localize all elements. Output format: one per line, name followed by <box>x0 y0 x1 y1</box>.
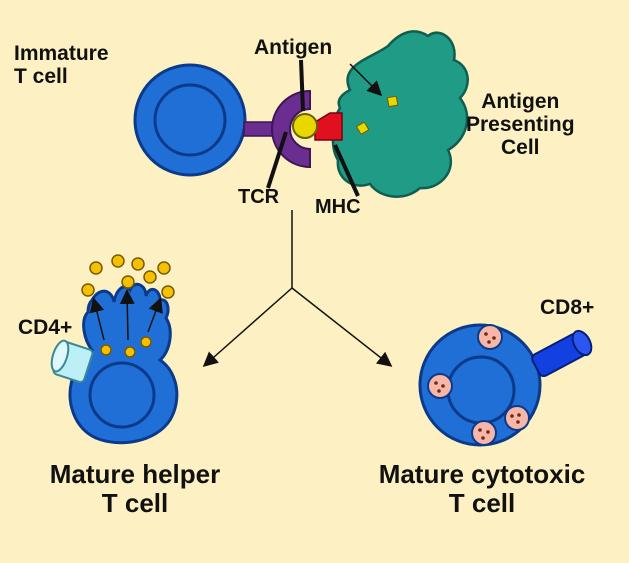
cytokine-granules <box>81 254 175 341</box>
cytotoxic-granule <box>504 405 530 431</box>
antigen-pointer <box>299 59 305 112</box>
cd8-label: CD8+ <box>540 296 595 319</box>
helper-label-line1: Mature helper <box>49 459 221 489</box>
mature-helper-label: Mature helper T cell <box>30 460 240 517</box>
immature-t-cell-label: Immature T cell <box>14 42 109 88</box>
apc-label-line2: Presenting <box>466 113 575 137</box>
mature-cytotoxic-t-cell <box>418 323 542 447</box>
immature-t-cell <box>133 63 247 177</box>
immature-label-line1: Immature <box>14 42 109 65</box>
mhc-label: MHC <box>315 196 361 218</box>
antigen-label: Antigen <box>254 36 333 59</box>
antigen-fragment <box>386 95 399 108</box>
cytotoxic-granule <box>477 324 503 350</box>
mhc-pointer <box>333 144 360 197</box>
antigen-presenting-cell <box>331 30 469 198</box>
helper-label-line2: T cell <box>101 487 169 518</box>
tcr-pointer <box>266 131 288 189</box>
mhc-molecule <box>314 112 343 141</box>
cytotoxic-label-line2: T cell <box>448 487 516 518</box>
immature-label-line2: T cell <box>14 65 68 89</box>
antigen <box>292 113 318 139</box>
tcr-label: TCR <box>238 186 280 208</box>
cd4-label: CD4+ <box>18 316 73 339</box>
apc-label: Antigen Presenting Cell <box>466 90 575 159</box>
apc-label-line3: Cell <box>501 136 540 160</box>
cytotoxic-granule <box>471 420 497 446</box>
mature-cytotoxic-label: Mature cytotoxic T cell <box>352 460 612 517</box>
cytotoxic-label-line1: Mature cytotoxic <box>378 459 586 489</box>
antigen-pointer-apc <box>349 63 383 97</box>
maturation-arrows <box>202 210 393 367</box>
cytotoxic-granule <box>427 373 453 399</box>
cd4-receptor <box>50 339 94 384</box>
cd8-receptor <box>531 329 593 378</box>
mature-helper-t-cell <box>68 282 179 445</box>
antigen-fragment <box>355 121 370 136</box>
apc-label-line1: Antigen <box>481 90 560 113</box>
